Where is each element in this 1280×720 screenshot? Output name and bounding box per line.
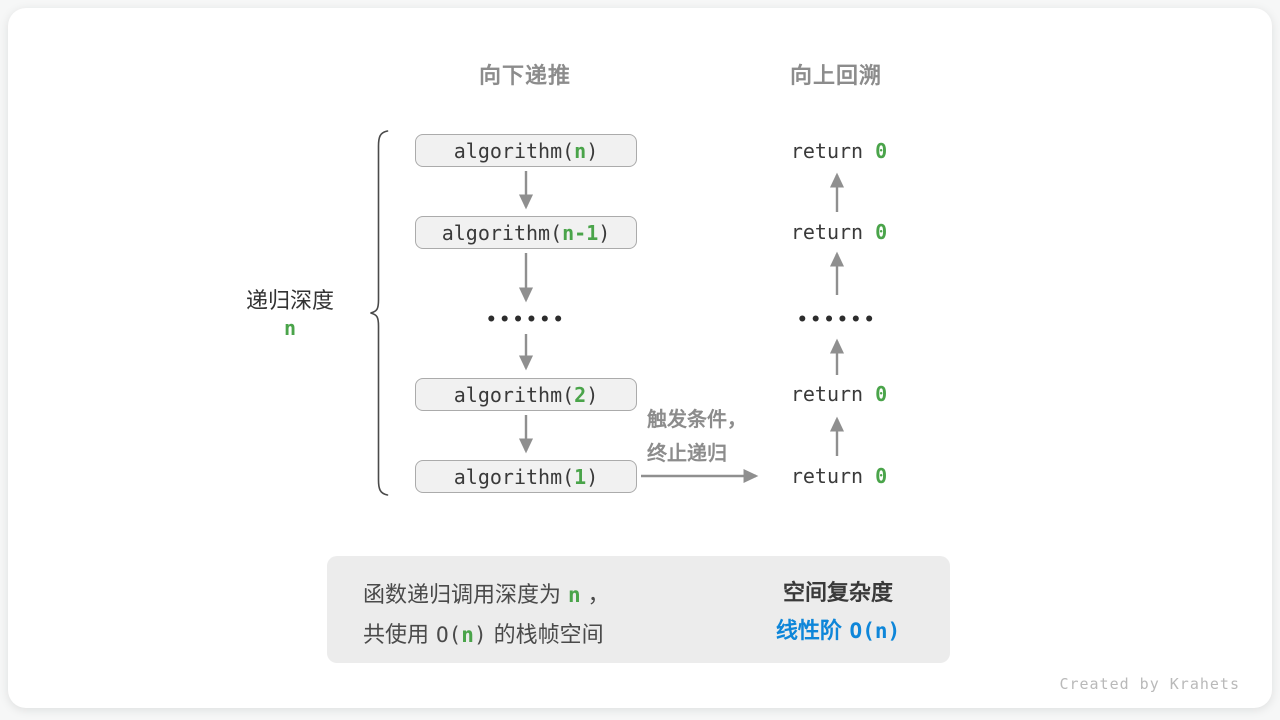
call-text: )	[586, 382, 599, 407]
return-keyword: return	[790, 139, 876, 163]
call-box-n: algorithm(n)	[415, 134, 637, 167]
summary-code: )	[473, 623, 487, 647]
call-arg: 1	[574, 464, 587, 489]
depth-label: 递归深度	[245, 289, 334, 314]
return-keyword: return	[790, 220, 876, 244]
depth-var: n	[234, 316, 346, 340]
summary-line2: 共使用 O(n) 的栈帧空间	[363, 617, 693, 649]
header-upward: 向上回溯	[789, 64, 882, 89]
trigger-condition-line2: 终止递归	[647, 441, 727, 465]
summary-box	[327, 556, 950, 663]
trigger-condition-line1: 触发条件，	[647, 407, 747, 431]
call-text: algorithm(	[453, 382, 575, 407]
space-complexity-title: 空间复杂度	[782, 581, 893, 606]
call-arg: n-1	[562, 220, 599, 245]
summary-var-n: n	[461, 623, 474, 647]
return-keyword: return	[790, 464, 876, 488]
space-complexity-value: 线性阶 O(n)	[722, 613, 954, 645]
call-box-1: algorithm(1)	[415, 460, 637, 493]
call-text: algorithm(	[453, 138, 575, 163]
summary-text: 的栈帧空间	[486, 623, 604, 648]
summary-text: 共使用	[363, 623, 436, 648]
call-box-2: algorithm(2)	[415, 378, 637, 411]
return-keyword: return	[790, 382, 876, 406]
summary-code: O(	[436, 623, 462, 647]
ellipsis-right: ••••••	[796, 310, 878, 330]
return-value: 0	[875, 464, 888, 488]
header-downward: 向下递推	[478, 64, 571, 89]
ellipsis-left: ••••••	[485, 310, 567, 330]
depth-var-n: n	[283, 316, 297, 340]
return-statement-1: return 0	[758, 139, 920, 163]
complexity-big-o: O(n)	[849, 619, 901, 643]
return-value: 0	[875, 382, 888, 406]
call-text: algorithm(	[441, 220, 563, 245]
call-text: )	[586, 138, 599, 163]
summary-var-n: n	[568, 583, 581, 607]
return-value: 0	[875, 139, 888, 163]
call-text: )	[598, 220, 611, 245]
call-text: )	[586, 464, 599, 489]
summary-line1: 函数递归调用深度为 n ，	[363, 577, 693, 609]
watermark-credit: Created by Krahets	[1059, 675, 1240, 693]
complexity-order-label: 线性阶	[775, 619, 850, 644]
call-arg: n	[574, 138, 587, 163]
return-statement-2: return 0	[758, 220, 920, 244]
summary-text: ，	[580, 583, 610, 608]
return-statement-3: return 0	[758, 382, 920, 406]
call-text: algorithm(	[453, 464, 575, 489]
return-statement-4: return 0	[758, 464, 920, 488]
summary-text: 函数递归调用深度为	[363, 583, 568, 608]
call-arg: 2	[574, 382, 587, 407]
call-box-n-1: algorithm(n-1)	[415, 216, 637, 249]
return-value: 0	[875, 220, 888, 244]
